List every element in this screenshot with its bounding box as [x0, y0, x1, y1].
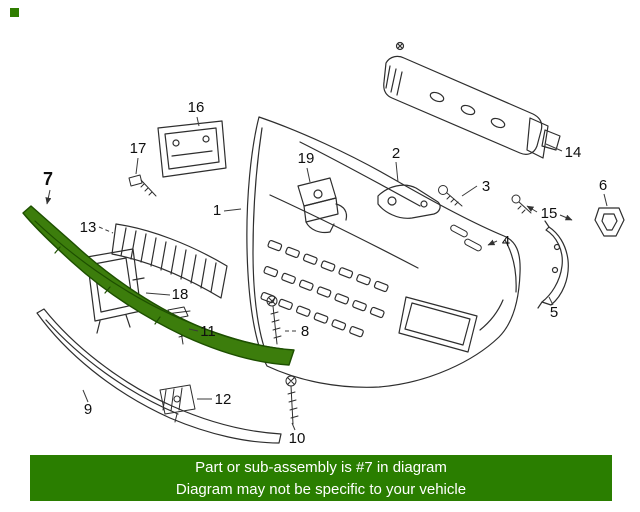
part-10-bolt-shape: [285, 375, 299, 425]
callout-14[interactable]: 14: [565, 144, 582, 161]
part-6-grommet-shape: [594, 207, 625, 237]
part-1-bumper-cover-shape: [246, 116, 521, 388]
callout-17[interactable]: 17: [130, 140, 147, 157]
part-16-license-bracket-shape: [157, 120, 227, 178]
callout-18[interactable]: 18: [172, 286, 189, 303]
part-5-bracket-shape: [537, 220, 569, 309]
highlight-legend-marker: [10, 8, 19, 17]
callouts: 1 2 3 4 5 6 7 8 9 10 11 12 13 14 15 16 1…: [43, 99, 607, 447]
callout-19[interactable]: 19: [298, 150, 315, 167]
leader-lines: [45, 116, 608, 431]
callout-15[interactable]: 15: [541, 205, 558, 222]
part-15-pin-shape: [511, 194, 532, 214]
part-12-clip-shape: [159, 384, 196, 423]
callout-3[interactable]: 3: [482, 178, 490, 195]
part-14-impact-bar-shape: [383, 41, 561, 159]
part-8-bolt-shape: [266, 295, 282, 345]
highlight-banner: Part or sub-assembly is #7 in diagram Di…: [30, 455, 612, 501]
callout-4[interactable]: 4: [502, 233, 510, 250]
callout-13[interactable]: 13: [80, 219, 97, 236]
callout-7-highlighted[interactable]: 7: [43, 169, 53, 189]
part-13-grille-strip-shape: [111, 223, 228, 299]
callout-5[interactable]: 5: [550, 304, 558, 321]
callout-9[interactable]: 9: [84, 401, 92, 418]
part-17-bolt-shape: [128, 174, 157, 197]
part-7-valance-highlighted-shape[interactable]: [22, 205, 295, 366]
callout-12[interactable]: 12: [215, 391, 232, 408]
callout-8[interactable]: 8: [301, 323, 309, 340]
part-19-sensor-shape: [297, 177, 348, 234]
part-9-lower-trim-shape: [36, 308, 282, 444]
callout-1[interactable]: 1: [213, 202, 221, 219]
callout-10[interactable]: 10: [289, 430, 306, 447]
banner-line1: Part or sub-assembly is #7 in diagram: [195, 458, 447, 476]
banner-line2: Diagram may not be specific to your vehi…: [175, 480, 467, 498]
callout-2[interactable]: 2: [392, 145, 400, 162]
callout-16[interactable]: 16: [188, 99, 205, 116]
part-4-clips-shape: [450, 224, 482, 252]
callout-6[interactable]: 6: [599, 177, 607, 194]
part-2-bracket-shape: [377, 184, 441, 219]
part-3-screw-shape: [438, 185, 463, 207]
callout-11[interactable]: 11: [200, 323, 216, 340]
